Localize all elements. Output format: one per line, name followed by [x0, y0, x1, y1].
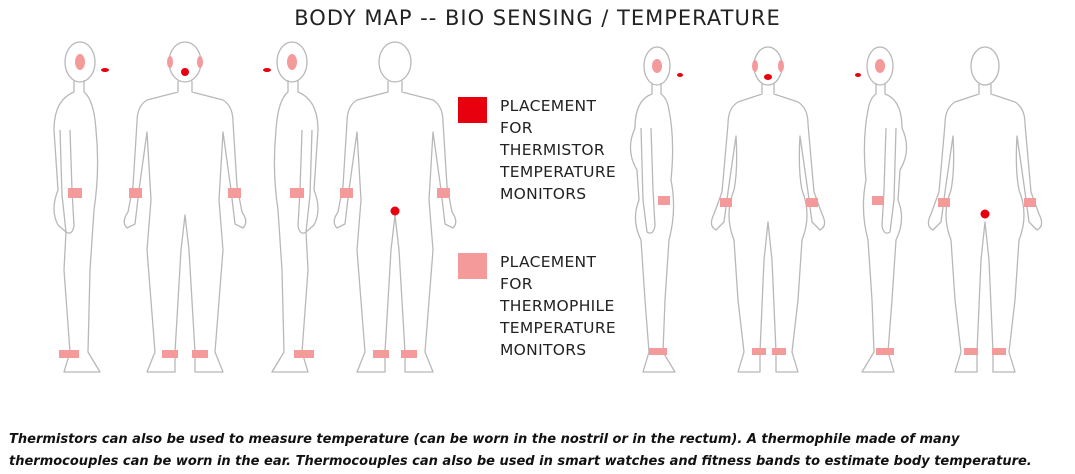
- ankle-marker: [772, 348, 786, 355]
- wrist-marker: [340, 188, 353, 198]
- ear-marker: [752, 60, 758, 72]
- female-front-figure: [711, 47, 824, 372]
- ear-marker: [75, 54, 85, 70]
- ankle-marker: [752, 348, 766, 355]
- nostril-marker: [263, 68, 271, 72]
- thermistor-swatch: [458, 97, 487, 123]
- thermistor-legend-label: PLACEMENT FOR THERMISTOR TEMPERATURE MON…: [500, 95, 650, 205]
- thermophile-legend-label: PLACEMENT FOR THERMOPHILE TEMPERATURE MO…: [500, 251, 650, 361]
- male-front-figure: [124, 42, 246, 372]
- wrist-marker: [228, 188, 241, 198]
- nostril-marker: [101, 68, 109, 72]
- wrist-marker: [290, 188, 304, 198]
- wrist-marker: [437, 188, 450, 198]
- ankle-marker: [59, 350, 79, 358]
- ear-marker: [778, 60, 784, 72]
- wrist-marker: [720, 198, 732, 207]
- ankle-marker: [964, 348, 978, 355]
- ankle-marker: [373, 350, 389, 358]
- nostril-marker: [677, 73, 683, 77]
- nostril-marker: [764, 74, 772, 80]
- nostril-marker: [181, 68, 189, 76]
- ankle-marker: [401, 350, 417, 358]
- wrist-marker: [1024, 198, 1036, 207]
- ear-marker: [875, 59, 885, 73]
- thermophile-swatch: [458, 253, 487, 279]
- male-side-right-figure: [54, 42, 100, 372]
- rectum-marker: [981, 210, 990, 219]
- caption-text: Thermistors can also be used to measure …: [9, 429, 1069, 473]
- wrist-marker: [872, 196, 884, 205]
- ankle-marker: [876, 348, 894, 355]
- ear-marker: [197, 56, 203, 68]
- rectum-marker: [391, 207, 400, 216]
- male-side-left-figure: [272, 42, 318, 372]
- ankle-marker: [192, 350, 208, 358]
- nostril-marker: [855, 73, 861, 77]
- ankle-marker: [649, 348, 667, 355]
- ear-marker: [652, 59, 662, 73]
- ear-marker: [287, 54, 297, 70]
- ankle-marker: [992, 348, 1006, 355]
- ankle-marker: [294, 350, 314, 358]
- wrist-marker: [938, 198, 950, 207]
- female-side-left-figure: [862, 47, 907, 372]
- wrist-marker: [806, 198, 818, 207]
- wrist-marker: [68, 188, 82, 198]
- ear-marker: [167, 56, 173, 68]
- ankle-marker: [162, 350, 178, 358]
- wrist-marker: [658, 196, 670, 205]
- wrist-marker: [129, 188, 142, 198]
